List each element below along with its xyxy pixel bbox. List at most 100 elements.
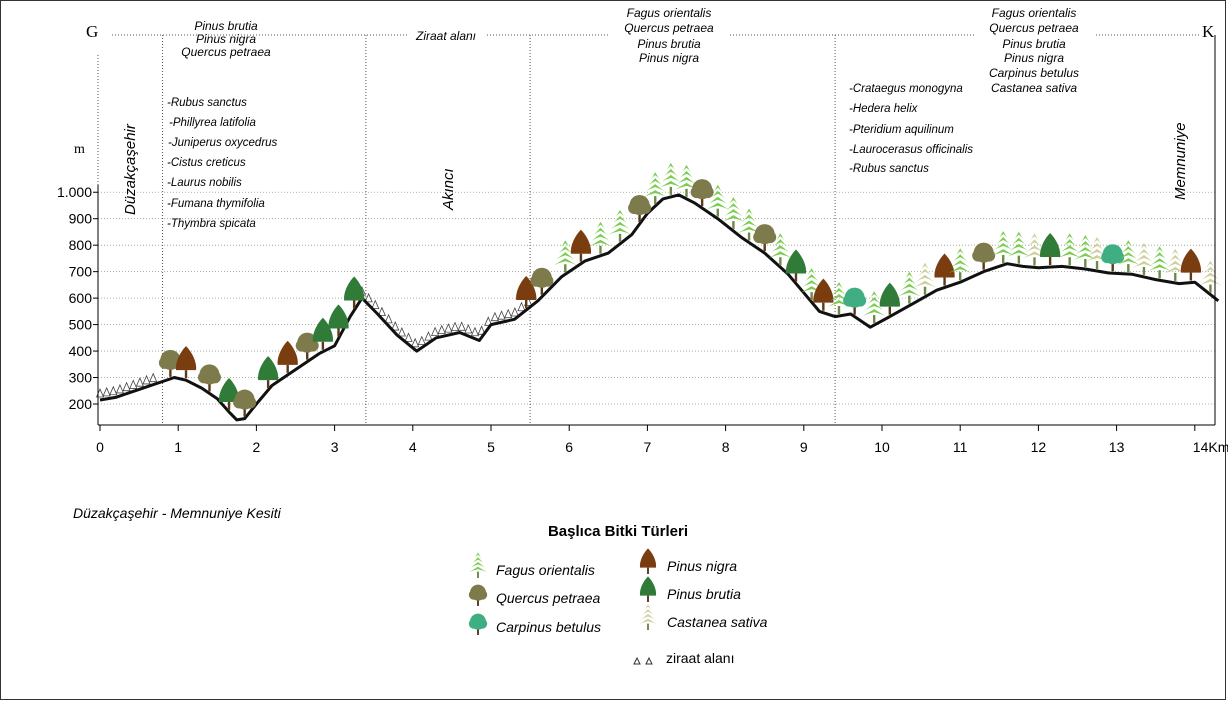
crown [800,286,824,294]
legend-icons [468,548,658,635]
trunk [477,571,479,578]
crown [900,283,919,291]
trunk [647,623,649,630]
castanea-tree-icon [1085,236,1109,269]
crown [972,249,985,262]
crown [608,227,632,235]
triangle-icon [437,324,446,334]
fagus-tree-icon [948,248,972,281]
crown [1012,237,1026,245]
triangle-icon [149,372,158,383]
crown [921,262,930,270]
crown [175,346,197,371]
crown [1180,248,1202,273]
trunk [321,341,325,350]
fagus-tree-icon [827,281,851,314]
triangle-icon [377,306,387,317]
understory-item: -Juniperus oxycedrus [168,137,278,149]
crown [530,274,543,287]
legend-agri-symbol [633,656,653,665]
quercus-tree-icon [468,584,488,606]
fagus-tree-icon [1116,240,1140,273]
crown [843,294,856,307]
triangle-icon [517,301,526,312]
crown [711,190,725,198]
trunk [540,286,544,295]
triangle-icon [484,316,493,326]
triangle-icon [135,377,144,387]
zone-label-akinci: Akıncı [440,168,457,211]
crown [208,371,221,384]
crown [558,246,572,254]
crown [648,178,662,186]
top-label: Pinus nigra [1004,51,1064,65]
start-letter: G [86,22,98,41]
crown [805,274,819,282]
crown [472,557,484,563]
triangle-icon [457,321,466,331]
crown [953,254,967,262]
crown [570,229,592,254]
crown [306,339,319,352]
crown [1090,242,1104,250]
crown [834,281,843,289]
crown [807,268,816,276]
pinus-nigra-tree-icon [639,548,657,574]
understory-item: -Laurocerasus officinalis [849,144,973,156]
agriculture-symbols [95,286,533,398]
crown [646,184,665,192]
x-tick-label: 5 [487,439,495,455]
trunk [1084,259,1087,268]
crown [1121,246,1135,254]
crown [1153,252,1167,260]
trunk [669,186,673,195]
top-label: Pinus brutia [637,37,701,51]
carpinus-tree-icon [468,613,488,635]
top-label-ziraat: Ziraat alanı [415,29,476,43]
crown [802,280,821,288]
understory-item: -Crataegus monogyna [849,83,963,95]
pinus-nigra-tree-icon [570,229,592,262]
fagus-tree-icon [800,268,824,301]
crown [1076,247,1095,255]
crown [1078,241,1092,249]
zone-label-duzakcasehir: Düzakçaşehir [122,123,139,215]
triangle-icon [497,310,506,320]
understory-item: -Laurus nobilis [167,177,242,189]
fagus-tree-icon [468,552,488,578]
y-tick-label: 900 [69,211,93,227]
trunk [266,380,270,389]
crown [902,277,916,285]
castanea-tree-icon [1022,233,1046,266]
crown [1007,249,1031,257]
crown [879,282,900,307]
crown [468,619,479,629]
trunk [169,368,172,377]
crown [596,221,605,229]
trunk [564,264,567,273]
crown [244,396,257,409]
crown [1063,239,1077,247]
x-tick-label: 8 [722,439,730,455]
pinus-brutia-tree-icon [258,356,279,389]
legend-label-quercus: Quercus petraea [496,590,600,606]
fagus-tree-icon [1007,231,1031,264]
crown [1171,248,1180,256]
trunk [747,232,751,241]
understory-item: -Rubus sanctus [167,97,247,109]
x-tick-label: 11 [953,439,968,455]
y-tick-label: 500 [69,317,93,333]
legend-title: Başlıca Bitki Türleri [548,523,688,540]
trunk [1209,284,1212,293]
pinus-nigra-tree-icon [277,340,298,373]
understory-segment-1: -Rubus sanctus -Phillyrea latifolia -Jun… [167,97,278,230]
crown [916,274,935,282]
triangle-icon [430,326,440,337]
crown [312,317,333,342]
x-tick-label: 0 [96,439,104,455]
understory-item: -Cistus creticus [167,157,246,169]
elevation-profile-line [99,193,1220,422]
trunk [208,383,211,392]
understory-item: -Rubus sanctus [849,163,929,175]
